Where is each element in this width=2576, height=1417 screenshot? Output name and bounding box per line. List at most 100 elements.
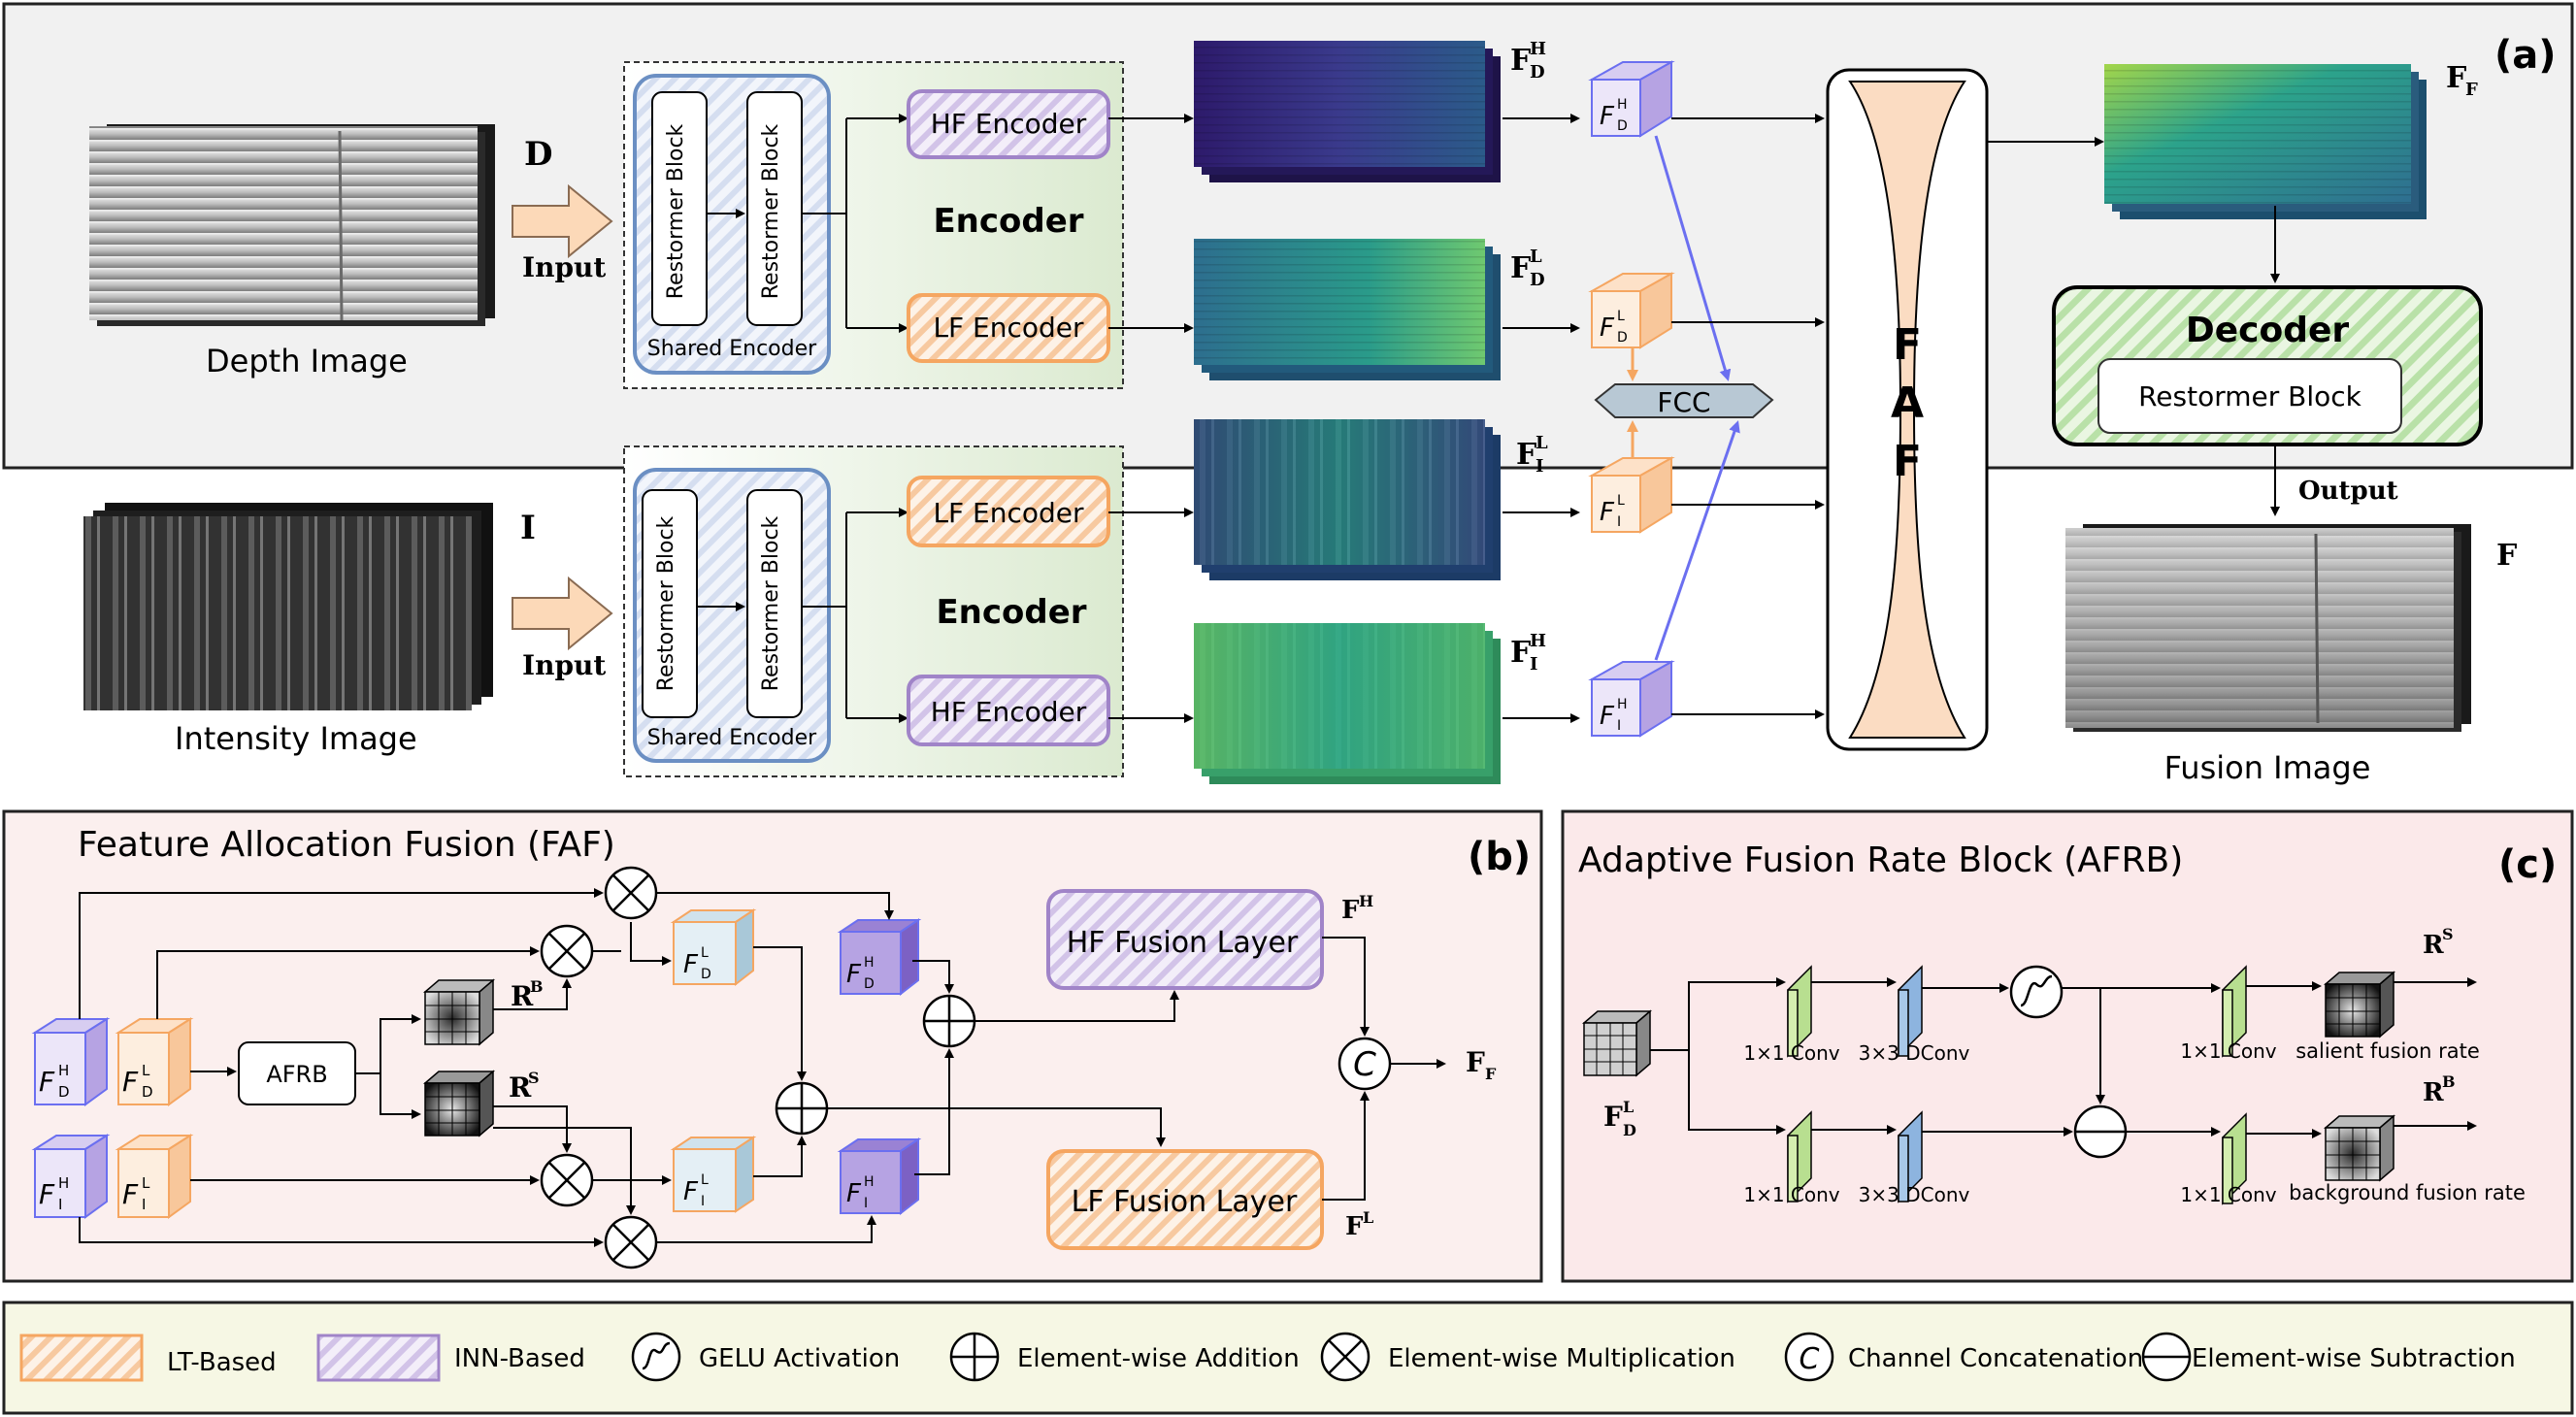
faf-mid-cube-fi-l bbox=[670, 1136, 757, 1213]
faf-cube-fi-h-F: F bbox=[39, 1178, 55, 1210]
afrb-wiring bbox=[1650, 977, 2477, 1138]
encoder-output-arrows bbox=[1108, 114, 1194, 723]
faf-mid-cube-fd-l bbox=[670, 908, 757, 987]
cube-fi-l-F: F bbox=[1600, 498, 1615, 527]
decoder-restormer-block: Restormer Block bbox=[2138, 380, 2362, 412]
afrb-conv-bottom-1 bbox=[1787, 1110, 1812, 1203]
legend-concat-icon bbox=[1784, 1332, 1834, 1382]
ff-sub: F bbox=[2465, 80, 2478, 100]
depth-image-stack bbox=[89, 124, 495, 326]
faf-letter-f2: F bbox=[1893, 437, 1922, 486]
cube-fi-l-sup: L bbox=[1617, 493, 1625, 509]
faf-mid-cube-fd-h-sub: D bbox=[864, 976, 875, 992]
cube-fd-h bbox=[1588, 60, 1675, 138]
legend-gelu-icon bbox=[631, 1332, 681, 1382]
afrb-salient-cube bbox=[2323, 971, 2396, 1038]
depth-letter: D bbox=[524, 135, 552, 174]
fusion-image-caption: Fusion Image bbox=[2164, 749, 2371, 786]
faf-cube-fi-l bbox=[115, 1134, 194, 1219]
fh-F: F bbox=[1341, 896, 1360, 925]
fl-sup: L bbox=[1363, 1208, 1373, 1227]
afrb-input-sub: D bbox=[1623, 1121, 1636, 1139]
legend-mul-icon bbox=[1320, 1332, 1371, 1382]
rs-R: R bbox=[509, 1071, 532, 1104]
cube-to-faf-arrows bbox=[1671, 114, 1825, 719]
intensity-input-label: Input bbox=[522, 649, 606, 681]
afrb-conv-bottom-2-label: 1×1 Conv bbox=[2180, 1183, 2276, 1206]
faf-cube-fi-h-sub: I bbox=[58, 1196, 62, 1213]
faf-cube-fd-h bbox=[31, 1017, 111, 1106]
fdh-F: F bbox=[1510, 44, 1531, 78]
fil-sup: L bbox=[1536, 433, 1548, 453]
fdh-sub: D bbox=[1530, 62, 1545, 82]
fh-sup: H bbox=[1359, 892, 1373, 910]
feature-map-fd-l bbox=[1194, 239, 1501, 380]
intensity-image-stack bbox=[83, 503, 493, 710]
feature-label-fi-l: F L I bbox=[1516, 433, 1548, 477]
afrb-input-sup: L bbox=[1623, 1098, 1634, 1116]
feature-label-fd-h: F H D bbox=[1510, 39, 1546, 82]
rate-cube-rs bbox=[422, 1070, 496, 1137]
cube-fi-l bbox=[1588, 456, 1675, 534]
cube-fi-h-sup: H bbox=[1617, 697, 1628, 712]
restormer-block-bottom-1: Restormer Block bbox=[654, 515, 678, 691]
hf-fusion-layer bbox=[1046, 889, 1324, 990]
cube-fd-h-F: F bbox=[1600, 102, 1615, 131]
restormer-block-bottom-2: Restormer Block bbox=[759, 515, 783, 691]
cube-fd-l-sup: L bbox=[1617, 309, 1625, 324]
fusion-F: F bbox=[2496, 539, 2517, 573]
panel-b-title: Feature Allocation Fusion (FAF) bbox=[78, 825, 615, 865]
intensity-image-caption: Intensity Image bbox=[175, 720, 417, 757]
mul-op-mid bbox=[540, 924, 594, 978]
legend-inn-swatch bbox=[316, 1334, 441, 1382]
encoder-label-bottom: Encoder bbox=[936, 593, 1086, 632]
legend-concat-symbol: C bbox=[1800, 1342, 1820, 1376]
afrb-conv-top-2 bbox=[2222, 965, 2247, 1058]
afrb-background-label: background fusion rate bbox=[2289, 1181, 2526, 1204]
faf-letter-a: A bbox=[1891, 379, 1924, 428]
legend-sub-label: Element-wise Subtraction bbox=[2192, 1344, 2516, 1373]
fih-F: F bbox=[1510, 636, 1531, 670]
depth-input-arrow bbox=[512, 183, 613, 259]
feature-label-fd-l: F L D bbox=[1510, 247, 1545, 290]
legend-sub-icon bbox=[2141, 1332, 2192, 1382]
fl-F: F bbox=[1345, 1212, 1364, 1241]
faf-mid-cube-fi-h-sub: I bbox=[864, 1196, 868, 1211]
panel-c-tag: (c) bbox=[2498, 842, 2557, 887]
featuremap-to-cube-arrows bbox=[1503, 114, 1580, 723]
afrb-rb-sup: B bbox=[2442, 1072, 2456, 1091]
panel-a-tag: (a) bbox=[2494, 33, 2557, 78]
faf-out-F: F bbox=[1466, 1046, 1485, 1078]
decoder-label: Decoder bbox=[2186, 311, 2350, 350]
fcc-arrow-fdh bbox=[1654, 135, 1732, 381]
lf-fusion-label: LF Fusion Layer bbox=[1072, 1185, 1298, 1219]
faf-cube-fi-h-sup: H bbox=[58, 1174, 69, 1192]
fdh-sup: H bbox=[1530, 39, 1546, 59]
faf-cube-fi-l-F: F bbox=[122, 1178, 139, 1210]
fdl-sup: L bbox=[1530, 247, 1542, 267]
cube-fi-h-sub: I bbox=[1617, 718, 1621, 734]
faf-mid-cube-fi-l-sup: L bbox=[701, 1172, 709, 1188]
faf-mid-cube-fd-h bbox=[837, 918, 922, 997]
legend-lt-label: LT-Based bbox=[167, 1348, 277, 1377]
faf-cube-fd-h-sup: H bbox=[58, 1062, 69, 1079]
afrb-rb-R: R bbox=[2423, 1078, 2444, 1107]
lf-encoder-top: LF Encoder bbox=[933, 312, 1084, 344]
add-op-top bbox=[922, 994, 976, 1048]
afrb-salient-label: salient fusion rate bbox=[2295, 1039, 2480, 1063]
faf-cube-fd-h-F: F bbox=[39, 1066, 55, 1098]
faf-cube-fd-h-sub: D bbox=[58, 1083, 70, 1101]
encoder-label-top: Encoder bbox=[933, 202, 1083, 241]
afrb-dconv-top-label: 3×3 DConv bbox=[1859, 1041, 1970, 1065]
decoder-block bbox=[2052, 285, 2483, 446]
cube-fd-l-sub: D bbox=[1617, 330, 1628, 346]
feature-label-fi-h: F H I bbox=[1510, 631, 1546, 675]
legend-inn-label: INN-Based bbox=[454, 1344, 585, 1373]
faf-wiring bbox=[79, 888, 1446, 1247]
mul-op-bottom bbox=[604, 1215, 658, 1269]
afrb-rs-sup: S bbox=[2442, 925, 2454, 943]
faf-cube-fd-l-sub: D bbox=[142, 1083, 153, 1101]
cube-fd-l bbox=[1588, 272, 1675, 349]
faf-cube-fi-h bbox=[31, 1134, 111, 1219]
